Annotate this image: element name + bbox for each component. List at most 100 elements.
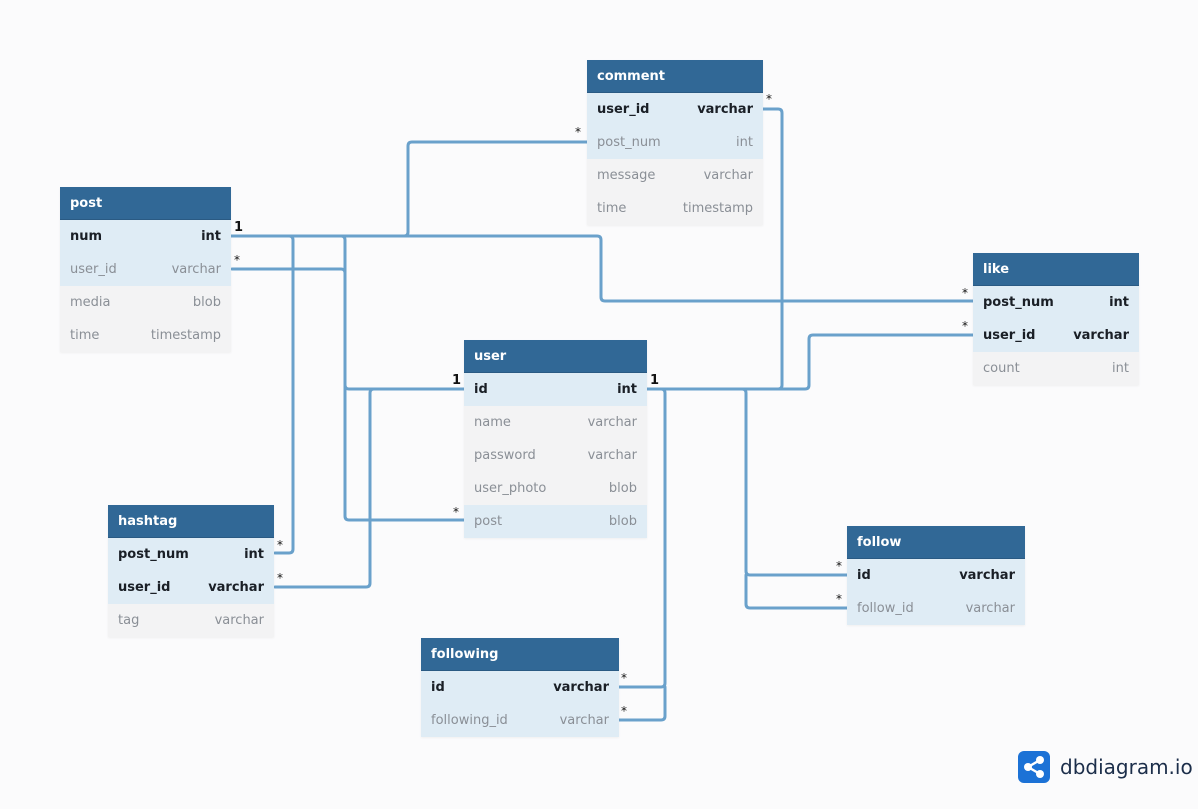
link-post-num-like-post-num[interactable] xyxy=(230,234,975,303)
field-row[interactable]: user_id varchar xyxy=(108,571,274,604)
cardinality-many: * xyxy=(621,704,627,718)
field-type: varchar xyxy=(959,568,1015,583)
field-row[interactable]: time timestamp xyxy=(60,319,231,352)
field-type: varchar xyxy=(171,262,221,277)
field-name: post xyxy=(474,514,503,529)
field-type: varchar xyxy=(208,580,264,595)
link-user-id-follow-id[interactable] xyxy=(645,387,849,577)
link-post-num-comment-post-num[interactable] xyxy=(230,140,589,238)
field-row[interactable]: password varchar xyxy=(464,439,647,472)
table-like[interactable]: like post_num int user_id varchar count … xyxy=(973,253,1139,385)
field-type: timestamp xyxy=(150,328,221,343)
field-row[interactable]: follow_id varchar xyxy=(847,592,1025,625)
table-header[interactable]: following xyxy=(421,638,619,671)
table-following[interactable]: following id varchar following_id varcha… xyxy=(421,638,619,737)
table-header[interactable]: post xyxy=(60,187,231,220)
field-row[interactable]: user_id varchar xyxy=(587,93,763,126)
field-name: id xyxy=(857,568,871,583)
link-user-id-following-following-id[interactable] xyxy=(617,685,667,722)
field-type: varchar xyxy=(1073,328,1129,343)
field-row[interactable]: post_num int xyxy=(108,538,274,571)
field-name: media xyxy=(70,295,111,310)
field-type: varchar xyxy=(965,601,1015,616)
field-type: int xyxy=(244,547,264,562)
link-user-id-post-num-branch[interactable] xyxy=(230,234,347,391)
field-name: name xyxy=(474,415,511,430)
field-type: varchar xyxy=(703,168,753,183)
field-name: id xyxy=(474,382,488,397)
field-type: blob xyxy=(608,514,637,529)
field-row[interactable]: user_id varchar xyxy=(60,253,231,286)
cardinality-one: 1 xyxy=(234,220,244,235)
table-follow[interactable]: follow id varchar follow_id varchar xyxy=(847,526,1025,625)
field-name: post_num xyxy=(983,295,1054,310)
field-type: varchar xyxy=(697,102,753,117)
field-type: blob xyxy=(608,481,637,496)
field-type: varchar xyxy=(587,448,637,463)
share-icon xyxy=(1018,751,1050,783)
field-row[interactable]: post blob xyxy=(464,505,647,538)
field-name: following_id xyxy=(431,713,508,728)
field-type: varchar xyxy=(214,613,264,628)
field-row[interactable]: count int xyxy=(973,352,1139,385)
table-hashtag[interactable]: hashtag post_num int user_id varchar tag… xyxy=(108,505,274,637)
field-row[interactable]: num int xyxy=(60,220,231,253)
brand-name: dbdiagram.io xyxy=(1060,755,1193,779)
cardinality-many: * xyxy=(766,92,772,106)
field-row[interactable]: following_id varchar xyxy=(421,704,619,737)
field-name: id xyxy=(431,680,445,695)
link-user-id-following-id[interactable] xyxy=(617,387,667,689)
field-row[interactable]: user_photo blob xyxy=(464,472,647,505)
link-user-id-follow-follow-id[interactable] xyxy=(744,573,849,610)
table-header[interactable]: like xyxy=(973,253,1139,286)
brand-watermark[interactable]: dbdiagram.io xyxy=(1018,750,1193,784)
field-row[interactable]: tag varchar xyxy=(108,604,274,637)
field-row[interactable]: media blob xyxy=(60,286,231,319)
field-row[interactable]: id int xyxy=(464,373,647,406)
field-type: varchar xyxy=(587,415,637,430)
field-row[interactable]: time timestamp xyxy=(587,192,763,225)
field-row[interactable]: id varchar xyxy=(421,671,619,704)
field-name: post_num xyxy=(597,135,661,150)
cardinality-many: * xyxy=(836,559,842,573)
field-name: follow_id xyxy=(857,601,914,616)
field-row[interactable]: post_num int xyxy=(587,126,763,159)
field-name: user_id xyxy=(983,328,1036,343)
link-user-id-user-post[interactable] xyxy=(343,387,466,522)
cardinality-one: 1 xyxy=(650,373,660,388)
field-row[interactable]: name varchar xyxy=(464,406,647,439)
table-comment[interactable]: comment user_id varchar post_num int mes… xyxy=(587,60,763,225)
field-row[interactable]: user_id varchar xyxy=(973,319,1139,352)
field-name: post_num xyxy=(118,547,189,562)
field-type: blob xyxy=(192,295,221,310)
link-user-id-post-user-id[interactable] xyxy=(230,267,466,391)
field-type: timestamp xyxy=(682,201,753,216)
field-row[interactable]: message varchar xyxy=(587,159,763,192)
table-header[interactable]: hashtag xyxy=(108,505,274,538)
field-row[interactable]: id varchar xyxy=(847,559,1025,592)
field-type: varchar xyxy=(559,713,609,728)
field-name: time xyxy=(70,328,100,343)
link-user-id-hashtag-user-id[interactable] xyxy=(273,387,466,589)
cardinality-many: * xyxy=(234,253,240,267)
cardinality-many: * xyxy=(277,538,283,552)
cardinality-many: * xyxy=(277,571,283,585)
table-user[interactable]: user id int name varchar password varcha… xyxy=(464,340,647,538)
table-post[interactable]: post num int user_id varchar media blob … xyxy=(60,187,231,352)
field-type: varchar xyxy=(553,680,609,695)
cardinality-many: * xyxy=(621,671,627,685)
field-name: user_id xyxy=(118,580,171,595)
field-name: user_id xyxy=(597,102,650,117)
table-header[interactable]: user xyxy=(464,340,647,373)
table-header[interactable]: comment xyxy=(587,60,763,93)
field-row[interactable]: post_num int xyxy=(973,286,1139,319)
table-header[interactable]: follow xyxy=(847,526,1025,559)
field-type: int xyxy=(201,229,221,244)
cardinality-many: * xyxy=(836,592,842,606)
cardinality-many: * xyxy=(453,505,459,519)
link-user-id-like-user-id[interactable] xyxy=(645,333,975,391)
field-type: int xyxy=(617,382,637,397)
field-type: int xyxy=(1112,361,1129,376)
